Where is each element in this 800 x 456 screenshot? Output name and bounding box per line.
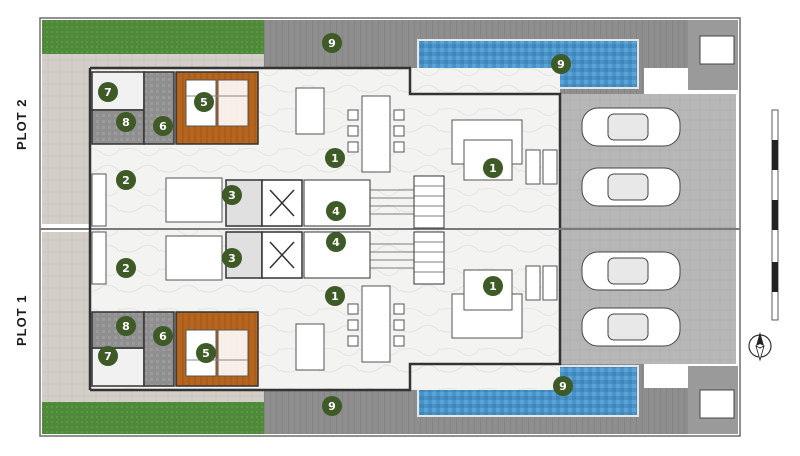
car-icon	[581, 107, 681, 347]
marker-circle	[194, 92, 214, 112]
marker-bath6-top: 6	[153, 116, 173, 136]
marker-number: 8	[122, 116, 130, 129]
marker-circle	[322, 396, 342, 416]
marker-number: 2	[122, 262, 130, 275]
marker-circle	[153, 326, 173, 346]
marker-pool-deck-top: 9	[322, 33, 342, 53]
dining-table-icon	[361, 95, 391, 173]
marker-circle	[483, 276, 503, 296]
marker-number: 5	[200, 96, 208, 109]
plot-label-top: PLOT 2	[14, 98, 29, 150]
marker-number: 6	[159, 330, 167, 343]
marker-number: 1	[331, 290, 339, 303]
marker-dining-top: 1	[325, 148, 345, 168]
staircase-icon	[303, 175, 445, 285]
marker-wc-top: 3	[222, 185, 242, 205]
marker-number: 9	[328, 400, 336, 413]
lawn-bottom	[42, 400, 264, 434]
marker-number: 2	[122, 174, 130, 187]
marker-kitchen-top: 2	[116, 170, 136, 190]
marker-circle	[98, 82, 118, 102]
marker-pool-deck-bottom: 9	[322, 396, 342, 416]
marker-number: 5	[202, 347, 210, 360]
marker-number: 6	[159, 120, 167, 133]
marker-circle	[98, 346, 118, 366]
marker-circle	[325, 148, 345, 168]
marker-circle	[116, 316, 136, 336]
marker-circle	[553, 376, 573, 396]
marker-stair-bottom: 4	[326, 232, 346, 252]
marker-bedroom7-top: 7	[98, 82, 118, 102]
paving-left-top	[66, 54, 90, 224]
marker-number: 3	[228, 252, 236, 265]
north-arrow-icon	[748, 332, 772, 362]
marker-bedroom5-top: 5	[194, 92, 214, 112]
marker-circle	[326, 201, 346, 221]
marker-number: 4	[332, 236, 340, 249]
plot-label-bottom: PLOT 1	[14, 294, 29, 346]
bedroom7-top	[91, 71, 145, 111]
bath6-bottom	[143, 311, 175, 387]
marker-circle	[326, 232, 346, 252]
marker-wc-bottom: 3	[222, 248, 242, 268]
marker-number: 1	[489, 280, 497, 293]
marker-pool-bottom: 9	[553, 376, 573, 396]
marker-kitchen-bottom: 2	[116, 258, 136, 278]
marker-circle	[325, 286, 345, 306]
marker-number: 4	[332, 205, 340, 218]
marker-stair-top: 4	[326, 201, 346, 221]
marker-living-top: 1	[483, 158, 503, 178]
lawn-top	[42, 20, 264, 54]
marker-number: 9	[557, 58, 565, 71]
marker-circle	[222, 185, 242, 205]
kitchen-counter-top	[91, 173, 107, 227]
marker-number: 8	[122, 320, 130, 333]
marker-circle	[551, 54, 571, 74]
marker-circle	[196, 343, 216, 363]
marker-number: 3	[228, 189, 236, 202]
marker-circle	[116, 112, 136, 132]
marker-dining-bottom: 1	[325, 286, 345, 306]
marker-bedroom5-bottom: 5	[196, 343, 216, 363]
marker-bath8-top: 8	[116, 112, 136, 132]
paving-top	[66, 54, 266, 68]
marker-circle	[322, 33, 342, 53]
marker-number: 7	[104, 350, 112, 363]
marker-number: 9	[559, 380, 567, 393]
marker-circle	[222, 248, 242, 268]
marker-number: 7	[104, 86, 112, 99]
marker-circle	[116, 258, 136, 278]
marker-bedroom7-bottom: 7	[98, 346, 118, 366]
marker-living-bottom: 1	[483, 276, 503, 296]
marker-circle	[153, 116, 173, 136]
marker-circle	[483, 158, 503, 178]
marker-bath8-bottom: 8	[116, 316, 136, 336]
marker-number: 1	[331, 152, 339, 165]
marker-pool-top: 9	[551, 54, 571, 74]
scale-bar-icon	[771, 109, 779, 321]
marker-number: 9	[328, 37, 336, 50]
marker-number: 1	[489, 162, 497, 175]
marker-bath6-bottom: 6	[153, 326, 173, 346]
marker-circle	[116, 170, 136, 190]
